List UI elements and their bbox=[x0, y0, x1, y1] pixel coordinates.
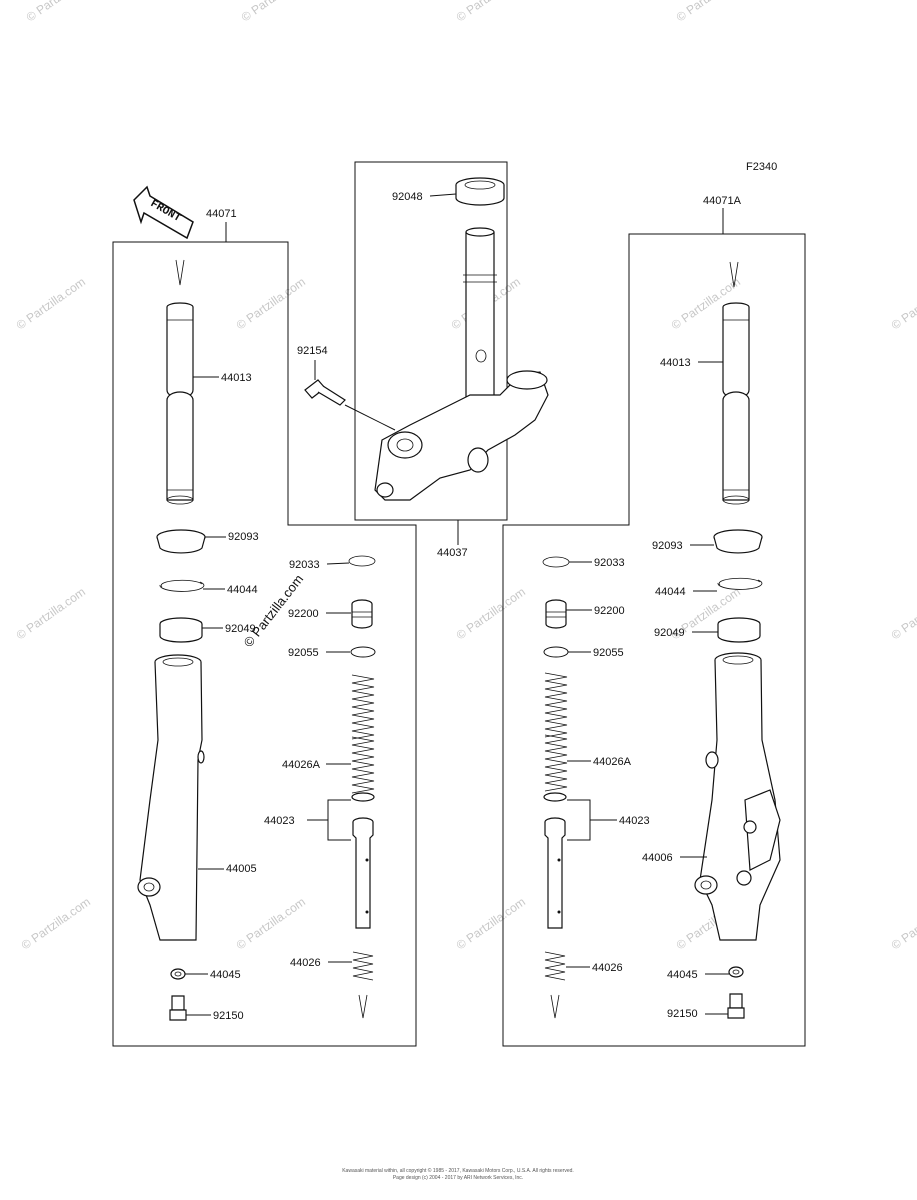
watermark-text: © Partzilla.com bbox=[14, 585, 88, 643]
label-44026A-left: 44026A bbox=[282, 759, 321, 771]
label-44071A: 44071A bbox=[703, 195, 742, 207]
label-44026-left: 44026 bbox=[290, 957, 321, 969]
label-44026A-right: 44026A bbox=[593, 756, 632, 768]
label-44026-right: 44026 bbox=[592, 962, 623, 974]
left-internal-parts: 92033 92200 92055 44026A 44023 44026 bbox=[264, 555, 376, 1019]
watermark-text: © Partzilla.com bbox=[24, 0, 98, 24]
label-44045-right: 44045 bbox=[667, 969, 698, 981]
watermark-text: © Partzilla.com bbox=[454, 0, 528, 24]
label-44044-right: 44044 bbox=[655, 586, 686, 598]
watermark-text: © Partzilla.com bbox=[239, 0, 313, 24]
label-44071: 44071 bbox=[206, 208, 237, 220]
label-44023-right: 44023 bbox=[619, 815, 650, 827]
label-92048: 92048 bbox=[392, 191, 423, 203]
label-92033-right: 92033 bbox=[594, 557, 625, 569]
steering-stem-part: 92048 92154 bbox=[297, 177, 549, 501]
watermark-text: © Partzilla.com bbox=[14, 275, 88, 333]
label-92055-left: 92055 bbox=[288, 647, 319, 659]
figure-code: F2340 bbox=[746, 161, 777, 173]
front-arrow-icon: FRONT bbox=[133, 185, 194, 240]
watermark-text: © Partzilla.com bbox=[19, 895, 93, 953]
label-44044-left: 44044 bbox=[227, 584, 258, 596]
label-44045-left: 44045 bbox=[210, 969, 241, 981]
label-44013-left: 44013 bbox=[221, 372, 252, 384]
label-44023-left: 44023 bbox=[264, 815, 295, 827]
label-92150-left: 92150 bbox=[213, 1010, 244, 1022]
left-fork-parts: 44013 92093 44044 92049 44005 44045 bbox=[137, 259, 259, 1022]
watermark-text: © Partzilla.com bbox=[674, 0, 748, 24]
label-44037: 44037 bbox=[437, 547, 468, 559]
assembly-borders bbox=[112, 161, 806, 1047]
right-fork-parts: 44013 92093 44044 92049 44006 44045 bbox=[642, 261, 781, 1020]
copyright-line-1: Kawasaki material within, all copyright … bbox=[342, 1167, 574, 1174]
inner-tube-left bbox=[166, 302, 194, 505]
inner-tube-right bbox=[722, 302, 750, 505]
label-92200-left: 92200 bbox=[288, 608, 319, 620]
label-92200-right: 92200 bbox=[594, 605, 625, 617]
label-92093-right: 92093 bbox=[652, 540, 683, 552]
label-92049-left: 92049 bbox=[225, 623, 256, 635]
label-92033-left: 92033 bbox=[289, 559, 320, 571]
label-44006: 44006 bbox=[642, 852, 673, 864]
label-92093-left: 92093 bbox=[228, 531, 259, 543]
watermark-text: © Partzilla.com bbox=[234, 895, 308, 953]
watermark-text: © Partzilla.com bbox=[234, 275, 308, 333]
right-internal-parts: 92033 92200 92055 44026A 44023 44026 bbox=[542, 556, 650, 1019]
label-44005: 44005 bbox=[226, 863, 257, 875]
label-92049-right: 92049 bbox=[654, 627, 685, 639]
label-92055-right: 92055 bbox=[593, 647, 624, 659]
watermark-text: © Partzilla.com bbox=[889, 585, 917, 643]
copyright-line-2: Page design (c) 2004 - 2017 by ARI Netwo… bbox=[393, 1175, 523, 1181]
watermark-text: © Partzilla.com bbox=[454, 895, 528, 953]
watermark-text: © Partzilla.com bbox=[454, 585, 528, 643]
label-92154: 92154 bbox=[297, 345, 328, 357]
label-92150-right: 92150 bbox=[667, 1008, 698, 1020]
label-44013-right: 44013 bbox=[660, 357, 691, 369]
watermark-text: © Partzilla.com bbox=[889, 275, 917, 333]
watermark-text: © Partzilla.com bbox=[889, 895, 917, 953]
